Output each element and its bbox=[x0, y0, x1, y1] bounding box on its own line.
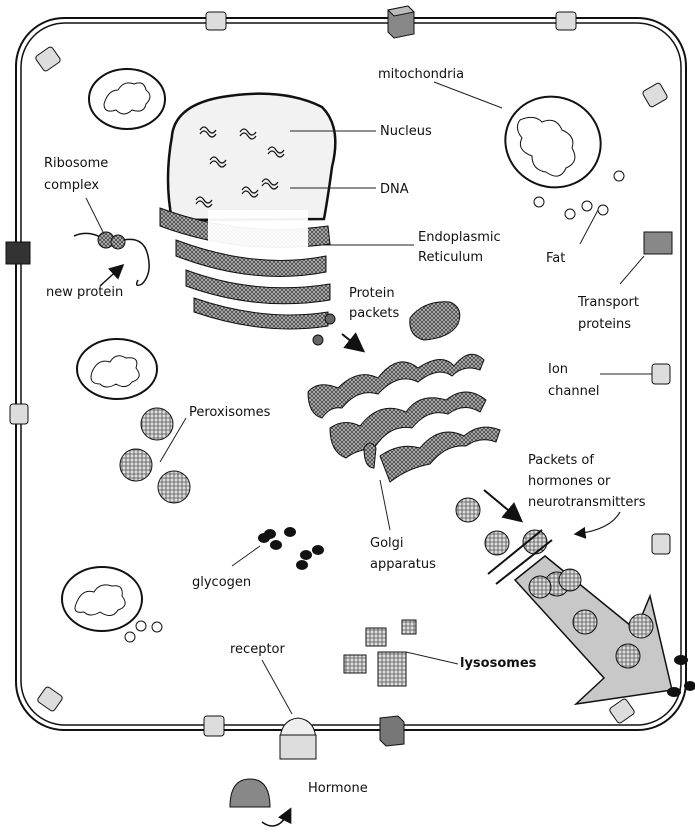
ion-channel-bottom-right bbox=[609, 698, 636, 724]
label-golgi-2: apparatus bbox=[370, 557, 436, 572]
label-packets-2: hormones or bbox=[528, 474, 611, 489]
ion-channel-top-left bbox=[35, 46, 62, 72]
ion-channel-left bbox=[10, 404, 28, 424]
label-hormone: Hormone bbox=[308, 781, 368, 796]
ion-channel-right bbox=[652, 364, 670, 384]
label-new-protein: new protein bbox=[46, 285, 123, 300]
label-transport-1: Transport bbox=[577, 295, 639, 310]
glycogen bbox=[258, 527, 324, 570]
label-ribosome-1: Ribosome bbox=[44, 156, 108, 171]
label-glycogen: glycogen bbox=[192, 575, 251, 590]
ion-channel-top-right-corner bbox=[642, 82, 668, 108]
secretion-arrow bbox=[488, 530, 695, 704]
mitochondrion-bottom-left bbox=[62, 567, 142, 631]
ion-channel-right-lower bbox=[652, 534, 670, 554]
ion-channel-bottom-left bbox=[37, 686, 64, 712]
ion-channel-top-right bbox=[556, 12, 576, 30]
label-nucleus: Nucleus bbox=[380, 124, 432, 139]
lysosomes bbox=[344, 620, 416, 686]
ribosome-complex bbox=[74, 232, 149, 285]
label-protein-packets-1: Protein bbox=[349, 286, 395, 301]
receptor bbox=[280, 718, 316, 759]
ion-channel-top bbox=[206, 12, 226, 30]
transport-protein-top bbox=[388, 6, 414, 38]
label-protein-packets-2: packets bbox=[349, 306, 400, 321]
label-fat: Fat bbox=[546, 251, 565, 266]
label-er-1: Endoplasmic bbox=[418, 230, 501, 245]
nucleus bbox=[168, 94, 335, 220]
label-peroxisomes: Peroxisomes bbox=[189, 405, 271, 420]
label-packets-3: neurotransmitters bbox=[528, 495, 646, 510]
label-golgi-1: Golgi bbox=[370, 536, 404, 551]
label-dna: DNA bbox=[380, 182, 409, 197]
label-transport-2: proteins bbox=[578, 317, 631, 332]
label-ion-2: channel bbox=[548, 384, 599, 399]
mitochondrion-top-right bbox=[493, 83, 614, 200]
label-packets-1: Packets of bbox=[528, 453, 594, 468]
label-mitochondria: mitochondria bbox=[378, 67, 464, 82]
label-ion-1: Ion bbox=[548, 362, 568, 377]
mitochondrion-top-left bbox=[89, 69, 165, 129]
endoplasmic-reticulum bbox=[160, 208, 330, 329]
transport-protein-right bbox=[644, 232, 672, 254]
transport-protein-left bbox=[6, 242, 30, 264]
label-receptor: receptor bbox=[230, 642, 286, 657]
ion-channel-bottom bbox=[204, 716, 224, 736]
transport-protein-bottom bbox=[380, 716, 404, 746]
label-lysosomes: lysosomes bbox=[460, 656, 537, 671]
mitochondrion-middle-left bbox=[77, 339, 157, 399]
peroxisomes bbox=[120, 408, 190, 503]
label-er-2: Reticulum bbox=[418, 250, 483, 265]
golgi-apparatus bbox=[308, 302, 500, 482]
label-ribosome-2: complex bbox=[44, 178, 99, 193]
hormone bbox=[230, 779, 290, 826]
